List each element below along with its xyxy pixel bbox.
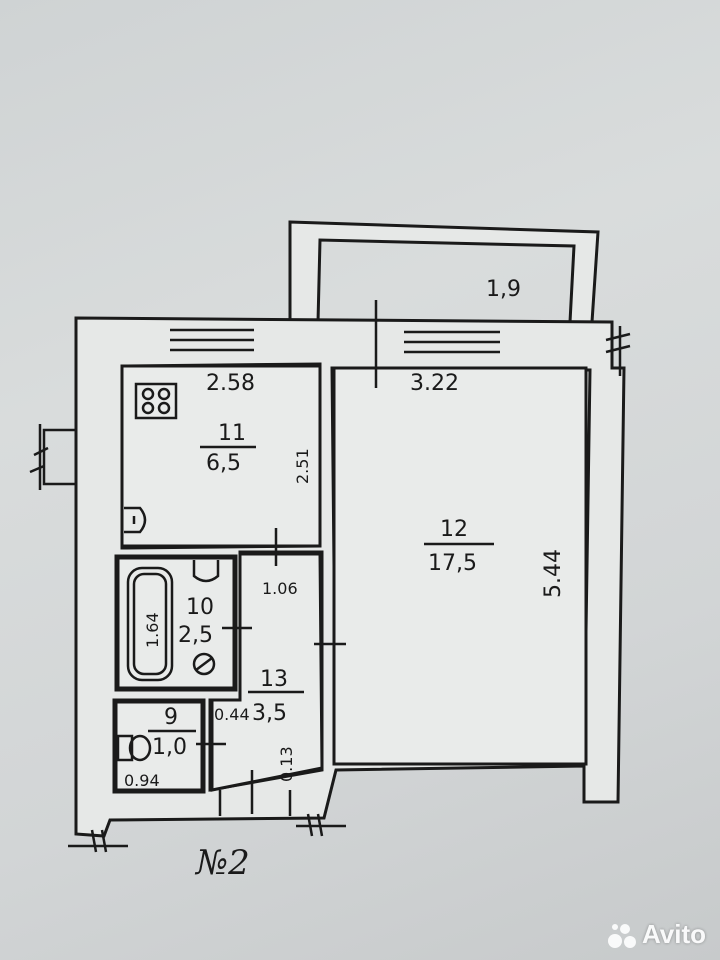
kitchen-area-label: 6,5 (206, 451, 241, 476)
hall-width-label: 1.06 (262, 579, 298, 598)
toilet-width-label: 0.94 (124, 771, 160, 790)
kitchen-window (170, 328, 254, 352)
room-number-label: 12 (440, 517, 468, 542)
toilet-number-label: 9 (164, 705, 178, 730)
hall-area-label: 3,5 (252, 701, 287, 726)
bathtub-icon (126, 566, 174, 682)
apartment-number-label: №2 (194, 843, 250, 883)
room-width-label: 3.22 (410, 371, 459, 396)
balcony-area-label: 1,9 (486, 277, 521, 302)
room-window (404, 330, 500, 354)
avito-watermark-text: Avito (641, 919, 706, 949)
avito-watermark: Avito (607, 919, 706, 950)
hall-room (210, 552, 324, 792)
bathroom-number-label: 10 (186, 595, 214, 620)
avito-logo-icon (607, 922, 636, 948)
kitchen-depth-label: 2.51 (293, 448, 312, 484)
hall-side-a-label: 0.44 (214, 705, 250, 724)
boiler-icon (192, 652, 216, 676)
kitchen-number-label: 11 (218, 421, 246, 446)
bathtub-length-label: 1.64 (143, 612, 162, 648)
toilet-icon (116, 734, 152, 762)
balcony (288, 220, 600, 324)
entrance (218, 770, 292, 816)
stove-icon (134, 382, 178, 420)
living-room (332, 366, 588, 766)
hall-side-b-label: 0.13 (277, 746, 296, 782)
room-length-label: 5.44 (541, 549, 566, 598)
kitchen-room (120, 364, 322, 548)
hall-number-label: 13 (260, 667, 288, 692)
toilet-area-label: 1,0 (152, 735, 187, 760)
left-wall-stub (29, 424, 76, 490)
bathroom-area-label: 2,5 (178, 623, 213, 648)
room-area-label: 17,5 (428, 551, 477, 576)
bathroom-sink-icon (192, 560, 220, 583)
right-wall-tick (605, 326, 631, 376)
kitchen-sink-icon (124, 506, 147, 534)
bottom-wall-ticks (68, 813, 346, 853)
kitchen-width-label: 2.58 (206, 371, 255, 396)
